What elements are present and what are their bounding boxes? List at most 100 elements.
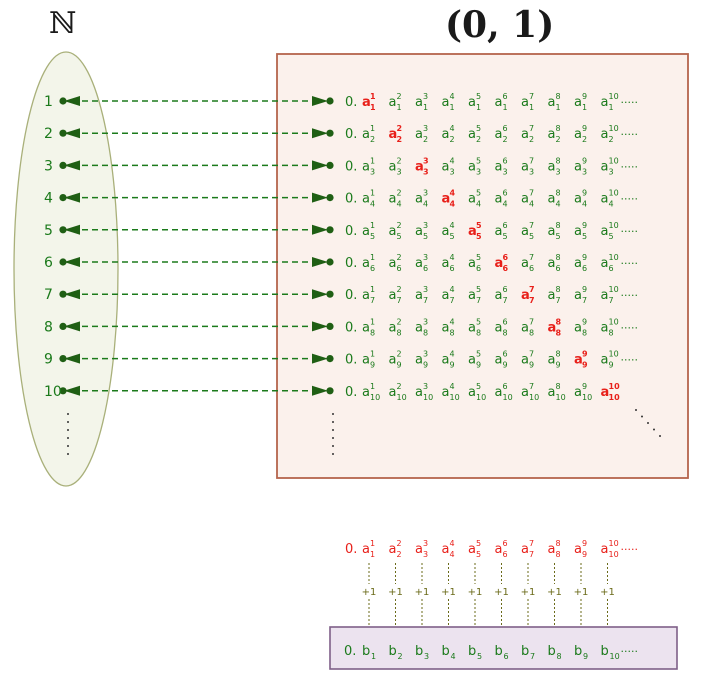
digit-superscript: 8: [556, 221, 561, 230]
digit-symbol: a: [415, 95, 423, 110]
b-symbol: b: [495, 644, 503, 659]
digit-superscript: 5: [476, 156, 481, 165]
arrow-head-left: [64, 192, 80, 203]
natural-number-5: 5: [44, 223, 53, 239]
digit-symbol: a: [362, 353, 370, 368]
digit-subscript: 10: [609, 393, 621, 402]
digit-subscript: 6: [476, 264, 481, 273]
increment-bg: [492, 584, 511, 598]
decimal-prefix: 0.: [345, 159, 357, 174]
digit-symbol: a: [548, 288, 556, 303]
digit-superscript: 10: [609, 156, 619, 165]
digit-symbol: a: [468, 95, 476, 110]
digit-subscript: 1: [609, 103, 614, 112]
decimal-prefix: 0.: [345, 320, 357, 335]
arrow-tail-dot: [59, 161, 67, 169]
digit-subscript: 4: [609, 200, 614, 209]
digit-subscript: 5: [476, 550, 481, 559]
ellipsis-dot: [332, 445, 334, 447]
digit-subscript: 9: [582, 550, 587, 559]
digit-symbol: a: [468, 192, 476, 207]
digit-superscript: 3: [423, 253, 428, 262]
digit-symbol: a: [601, 192, 609, 207]
naturals-ellipse: [13, 51, 119, 487]
digit-subscript: 3: [609, 167, 614, 176]
increment-label: +1: [494, 587, 509, 598]
digit-symbol: a: [389, 256, 397, 271]
digit-subscript: 10: [423, 393, 433, 402]
arrow-head-dot: [326, 226, 334, 234]
digit-symbol: a: [468, 542, 476, 557]
digit-subscript: 9: [556, 361, 561, 370]
arrow-tail-dot: [59, 226, 67, 234]
b-subscript: 9: [583, 652, 588, 661]
ellipsis-dot: [332, 437, 334, 439]
digit-superscript: 3: [423, 539, 428, 548]
digit-superscript: 7: [529, 253, 534, 262]
digit-subscript: 7: [529, 296, 535, 305]
row-tail: ·····: [621, 225, 638, 238]
digit-superscript: 9: [582, 156, 587, 165]
decimal-prefix: 0.: [345, 192, 357, 207]
arrow-head-dot: [326, 194, 334, 202]
digit-superscript: 8: [556, 317, 562, 326]
digit-superscript: 10: [609, 382, 621, 391]
digit-symbol: a: [415, 288, 423, 303]
arrow-head-left: [64, 321, 80, 332]
natural-number-2: 2: [44, 126, 53, 142]
digit-subscript: 6: [609, 264, 614, 273]
digit-superscript: 3: [423, 221, 428, 230]
decimal-prefix: 0.: [345, 353, 357, 368]
digit-symbol: a: [495, 385, 503, 400]
arrow-head-right: [312, 96, 328, 106]
digit-superscript: 6: [503, 124, 508, 133]
row-tail: ·····: [621, 321, 638, 334]
digit-subscript: 6: [529, 264, 534, 273]
digit-superscript: 5: [476, 539, 481, 548]
digit-symbol: a: [601, 256, 609, 271]
digit-subscript: 5: [582, 232, 587, 241]
digit-subscript: 1: [503, 103, 508, 112]
digit-subscript: 8: [423, 328, 428, 337]
digit-subscript: 2: [476, 135, 481, 144]
arrow-head-left: [64, 128, 80, 139]
digit-superscript: 6: [503, 539, 508, 548]
digit-subscript: 7: [503, 296, 508, 305]
ellipsis-dot: [635, 409, 637, 411]
digit-superscript: 7: [529, 221, 534, 230]
digit-subscript: 8: [556, 550, 561, 559]
arrow-head-right: [312, 353, 328, 364]
digit-superscript: 6: [503, 253, 509, 262]
digit-superscript: 5: [476, 221, 482, 230]
digit-subscript: 7: [556, 296, 561, 305]
digit-superscript: 2: [397, 156, 402, 165]
digit-symbol: a: [415, 320, 423, 335]
digit-subscript: 1: [582, 103, 587, 112]
digit-subscript: 2: [423, 135, 428, 144]
digit-symbol: a: [574, 256, 582, 271]
arrow-head-dot: [326, 97, 334, 105]
digit-subscript: 5: [370, 232, 375, 241]
